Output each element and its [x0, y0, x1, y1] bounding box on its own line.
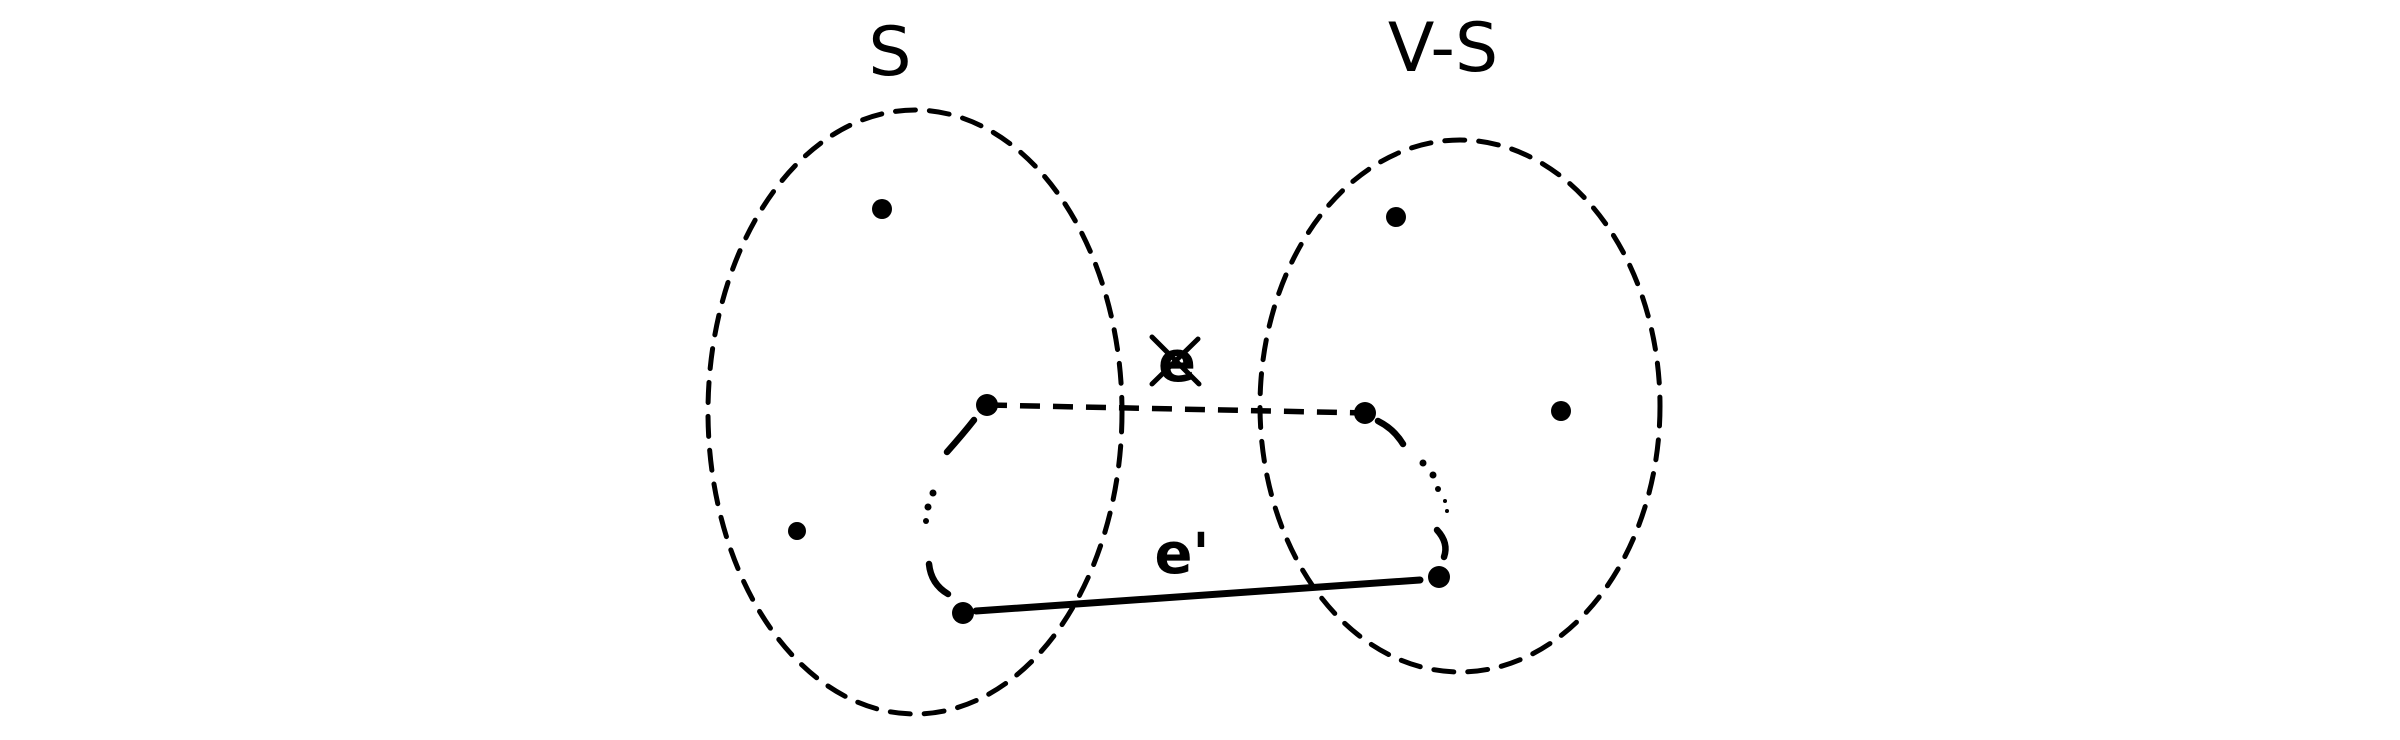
set-boundary-ellipse: [1257, 137, 1663, 675]
set-boundary-ellipse: [705, 107, 1125, 717]
set-v-minus-s-label: V-S: [1388, 9, 1498, 88]
vertex-dot: [1428, 566, 1450, 588]
edge-e-line: [986, 402, 1366, 416]
vertex-dot: [788, 522, 806, 540]
cross-stroke: [1149, 336, 1201, 387]
tree-path-ellipsis-dot: [929, 489, 937, 497]
edge-e-prime-line: [972, 576, 1424, 615]
tree-path-arc: [1374, 417, 1407, 448]
tree-path-arc: [1433, 526, 1449, 561]
tree-path-ellipsis-dot: [924, 503, 932, 511]
tree-path-ellipsis-dot: [1435, 486, 1441, 492]
edge-e-prime-label: e': [1154, 522, 1209, 587]
tree-path-ellipsis-dot: [1445, 509, 1449, 513]
tree-path-ellipsis-dot: [923, 518, 929, 524]
tree-path-in-s: [923, 416, 978, 598]
tree-path-ellipsis-dot: [1419, 459, 1427, 467]
tree-path-ellipsis-dot: [1443, 499, 1447, 503]
vertex-dot: [872, 199, 892, 219]
vertex-dot: [1386, 207, 1406, 227]
set-group-s: [705, 107, 1125, 717]
cross-out-mark-icon: [1149, 334, 1202, 387]
vertex-dot: [1551, 401, 1571, 421]
tree-path-arc: [943, 416, 978, 456]
vertex-dot: [952, 602, 974, 624]
tree-path-in-v-minus-s: [1374, 417, 1449, 561]
tree-path-arc: [925, 560, 952, 598]
edge-e-label-group: e: [1149, 330, 1202, 395]
tree-path-ellipsis-dot: [1429, 471, 1437, 479]
set-group-v-minus-s: [1257, 137, 1663, 675]
set-s-label: S: [868, 13, 911, 92]
